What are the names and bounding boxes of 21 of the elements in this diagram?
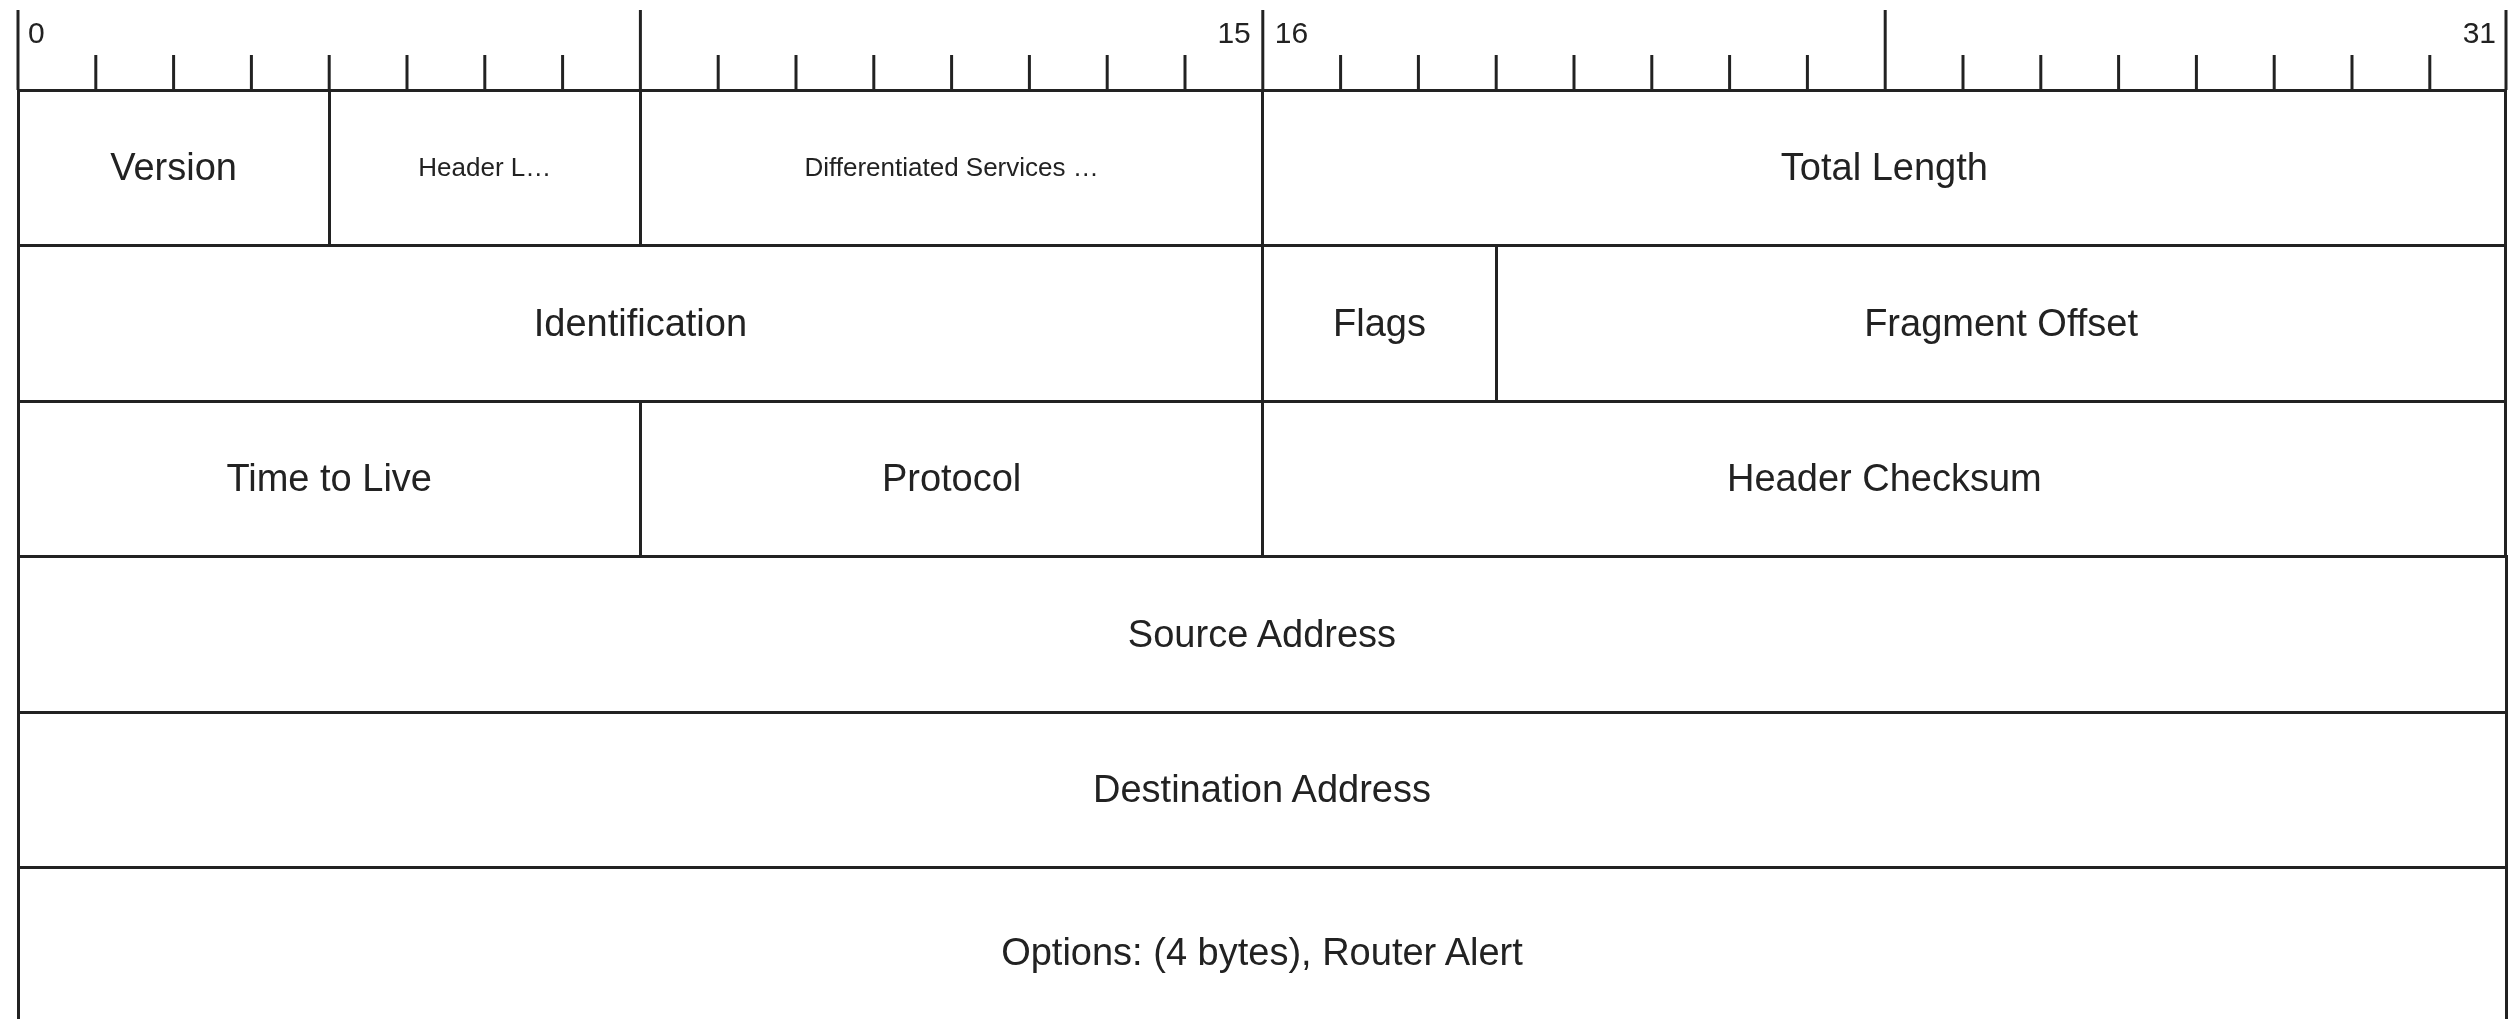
field-name: Version [110, 146, 237, 190]
field-name: Header Checksum [1727, 457, 2042, 501]
field-name: Flags [1333, 301, 1426, 345]
header-field [16, 88, 331, 247]
field-name: Time to Live [226, 457, 432, 501]
bit-number: 31 [2462, 18, 2496, 48]
field-name: Fragment Offset [1864, 301, 2138, 345]
bit-number: 0 [28, 18, 45, 48]
field-name: Source Address [1127, 612, 1397, 656]
field-name: Differentiated Services … [804, 152, 1099, 184]
field-name: Destination Address [1093, 768, 1431, 812]
header-field [1261, 88, 2508, 247]
field-name: Protocol [881, 457, 1022, 501]
bit-number: 16 [1274, 18, 1309, 48]
bit-number: 15 [1217, 18, 1251, 48]
field-name: Identification [533, 301, 748, 345]
field-name: Total Length [1780, 146, 1988, 190]
header-field [16, 866, 2508, 1019]
field-name: Header L… [418, 152, 552, 184]
header-field [16, 555, 2508, 714]
field-name: Options: (4 bytes), Router Alert [1001, 930, 1523, 974]
